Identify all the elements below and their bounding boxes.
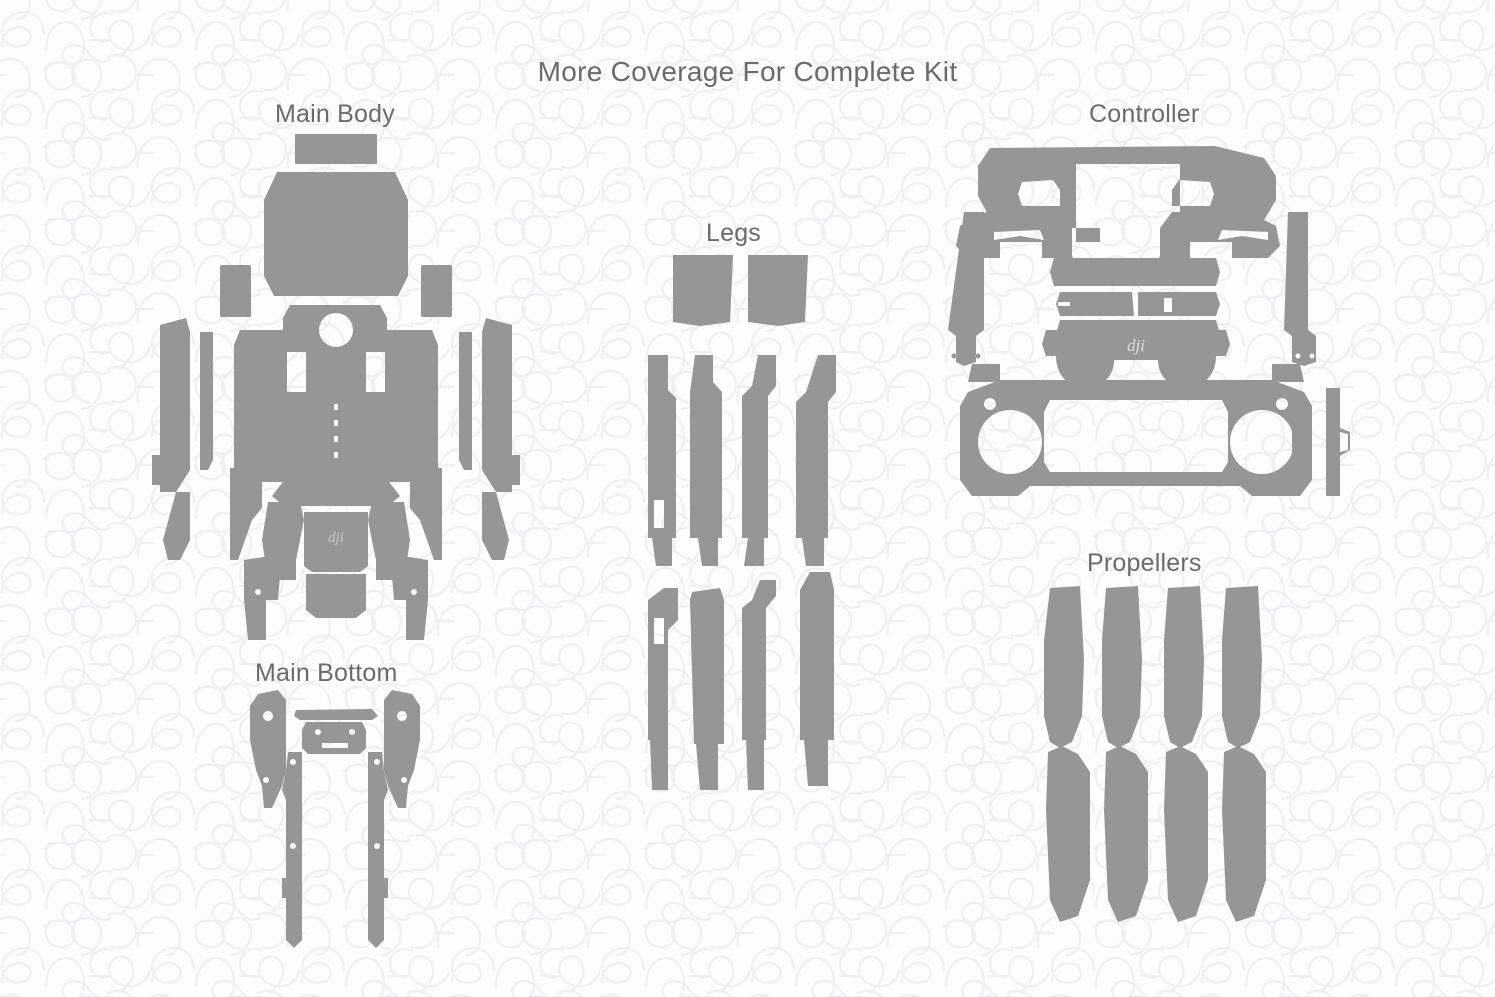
piece-controller-bar-1 [1050,258,1220,286]
brand-mark-controller: dji [1127,336,1145,355]
piece-propeller-3-upper [1164,586,1204,748]
piece-propeller-2-upper [1102,586,1142,748]
brand-mark-main-body: dji [328,530,344,546]
group-controller [948,146,1350,496]
piece-leg-upper-3 [742,355,776,538]
piece-leg-upper-2-tail [698,538,718,566]
svg-text:dji: dji [1127,336,1145,355]
piece-leg-lower-2 [690,588,724,744]
piece-propeller-3-lower [1164,746,1208,922]
piece-main-bottom-left-arm [250,690,286,808]
piece-main-body-center-bottom [304,512,368,572]
piece-propeller-4-lower [1222,746,1266,922]
piece-main-body-left-tab [152,455,176,485]
piece-main-body-lower-right-wing [368,502,410,580]
piece-main-body-lower-left-wing [262,502,304,580]
piece-main-body-right-rail [459,332,472,470]
svg-text:dji: dji [328,530,344,546]
piece-main-bottom-right-rail [368,752,388,948]
piece-main-body-lower-right-flank [482,492,509,560]
piece-main-body-outer-right-wing [482,318,512,492]
piece-main-body-shell [264,172,408,296]
piece-propeller-4-upper [1222,586,1262,748]
piece-leg-lower-4-tail [804,740,828,786]
piece-controller-far-right-sliver [1292,392,1310,490]
piece-controller-right-edge-strip [1326,388,1350,496]
piece-leg-upper-1 [648,355,676,538]
piece-main-body-right-tab [496,455,520,485]
piece-leg-upper-1-tail [652,538,672,566]
piece-propeller-2-lower [1104,746,1148,922]
piece-main-body-waist [272,478,400,506]
piece-main-body-outer-left-wing [160,318,190,492]
piece-main-body-center-plate [234,305,438,482]
piece-main-bottom-top-bar [294,709,378,720]
section-label-controller: Controller [1089,100,1200,128]
piece-propeller-1-lower [1046,746,1090,922]
piece-controller-right-antenna [1284,212,1316,366]
piece-controller-grip-band [956,212,1280,264]
section-label-propellers: Propellers [1087,549,1202,577]
piece-main-body-left-blade [230,468,262,560]
section-label-main-body: Main Body [275,100,395,128]
piece-leg-upper-4-tail [802,538,824,566]
piece-main-bottom-left-rail [282,752,302,948]
piece-controller-bar-3 [1138,292,1220,316]
piece-main-body-left-bracket [244,556,280,640]
piece-leg-top-left [673,255,733,326]
piece-main-bottom-right-tab [382,878,388,898]
piece-main-body-lower-left-flank [163,492,190,560]
group-main-body [152,134,520,640]
piece-main-bottom-center-plate [302,722,366,754]
piece-leg-lower-3 [742,580,776,740]
piece-controller-saddle [1042,330,1230,388]
piece-leg-lower-4 [800,572,834,740]
piece-main-bottom-right-arm [384,690,420,808]
piece-main-body-top-strip [295,134,377,164]
group-propellers [1044,586,1266,922]
piece-leg-top-right [748,255,808,326]
piece-main-body-left-rail [200,332,213,470]
page-title: More Coverage For Complete Kit [537,56,958,87]
piece-controller-bar-2 [1056,292,1134,316]
piece-main-body-left-pad [220,265,251,317]
piece-leg-upper-2 [690,355,722,538]
group-legs [648,255,836,790]
piece-leg-upper-4 [796,355,836,538]
piece-main-body-center-foot [306,574,366,618]
piece-main-body-right-blade [410,468,442,560]
piece-main-body-right-bracket [392,556,428,640]
piece-leg-lower-1 [648,588,678,740]
piece-propeller-1-upper [1044,586,1084,748]
piece-leg-lower-3-tail [746,740,764,790]
piece-controller-left-antenna [948,212,984,366]
piece-main-bottom-left-tab [282,878,288,898]
piece-main-body-right-pad [421,265,452,317]
section-label-main-bottom: Main Bottom [255,659,398,687]
piece-controller-right-chip [1272,364,1304,382]
piece-leg-upper-3-tail [744,538,764,566]
section-label-legs: Legs [706,219,762,247]
group-main-bottom [250,690,420,948]
piece-controller-face-plate [960,380,1312,496]
piece-leg-lower-2-tail [696,744,718,790]
piece-leg-lower-1-tail [650,740,668,790]
piece-controller-left-chip [968,364,1000,382]
